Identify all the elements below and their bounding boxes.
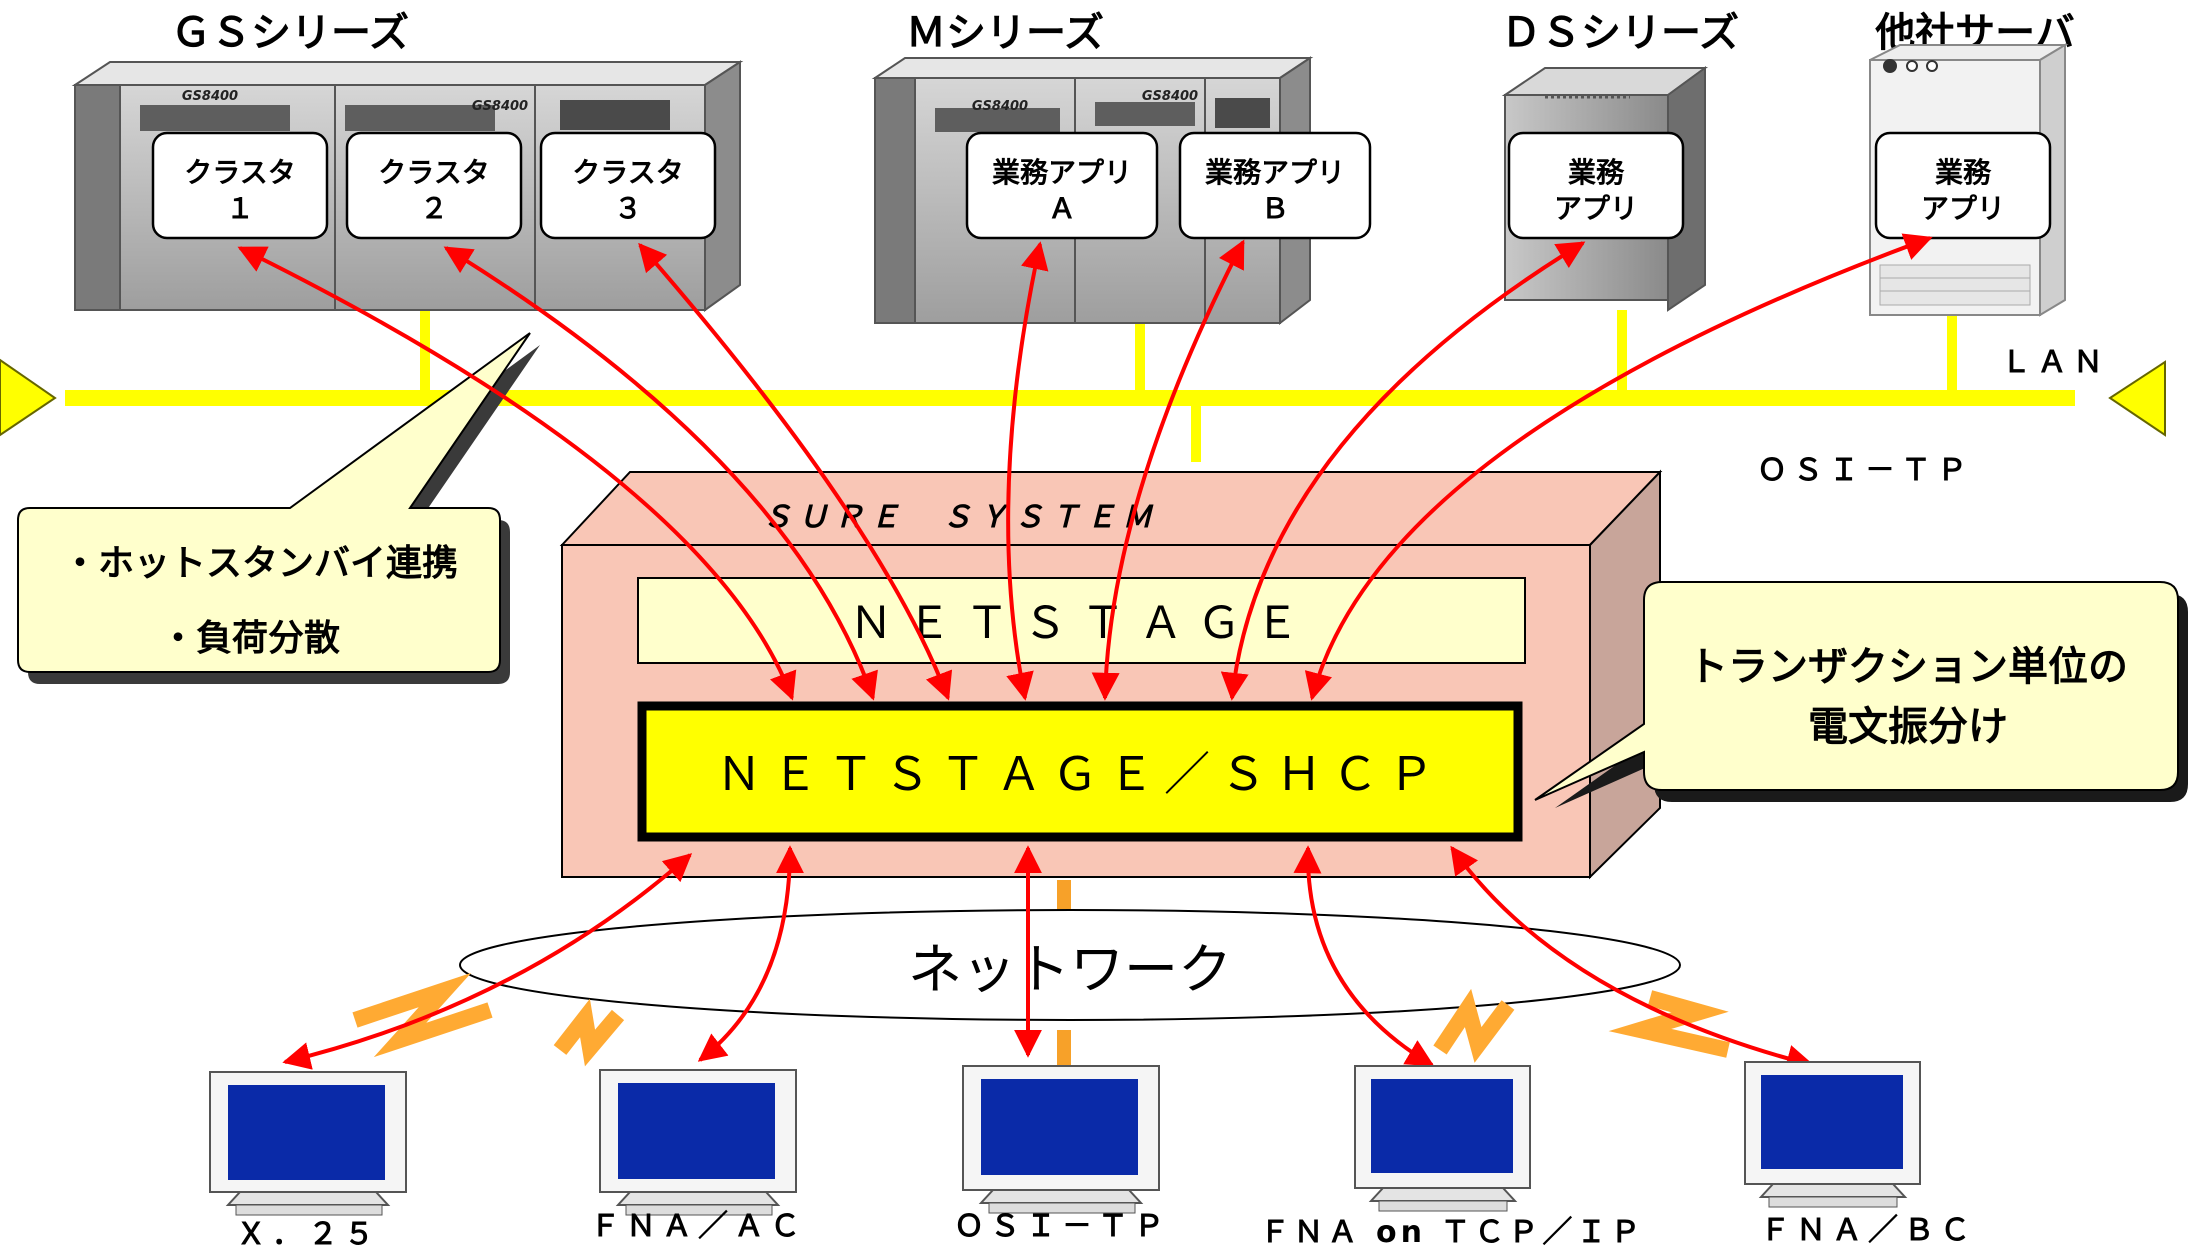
terminal-fna-tcpip: ＦＮＡ on ＴＣＰ／ＩＰ: [1260, 1066, 1645, 1248]
terminal-fna-ac: ＦＮＡ／ＡＣ: [590, 1070, 806, 1244]
network-ellipse: ネットワーク: [460, 910, 1680, 1020]
right-callout-line2: 電文振分け: [1808, 704, 2008, 750]
box-line2: アプリ: [1921, 192, 2005, 225]
lan-right-terminator: [2110, 362, 2165, 435]
terminal-fna-bc: ＦＮＡ／ＢＣ: [1745, 1062, 1976, 1248]
other-app-box: 業務 アプリ: [1876, 133, 2050, 238]
gs-panel-label: GS8400: [182, 89, 238, 104]
gs-cluster-box-3: クラスタ ３: [541, 133, 715, 238]
terminal-label: Ｘ．２５: [236, 1217, 380, 1248]
box-line1: 業務: [1935, 156, 1992, 189]
left-callout-line1: ・ホットスタンバイ連携: [62, 543, 458, 584]
gs-series-title: ＧＳシリーズ: [171, 10, 409, 56]
gs-cluster-box-1: クラスタ １: [153, 133, 327, 238]
box-line1: 業務アプリ: [992, 156, 1132, 189]
m-panel-label-2: GS8400: [1142, 89, 1198, 104]
terminal-x25: Ｘ．２５: [210, 1072, 406, 1248]
right-callout-line1: トランザクション単位の: [1688, 644, 2128, 690]
terminal-label: ＦＮＡ／ＢＣ: [1760, 1213, 1976, 1248]
m-app-box-a: 業務アプリ Ａ: [967, 133, 1157, 238]
ds-app-box: 業務 アプリ: [1509, 133, 1683, 238]
box-line2: Ａ: [1048, 192, 1076, 225]
box-line1: クラスタ: [184, 156, 295, 189]
network-label: ネットワーク: [908, 938, 1232, 1001]
left-callout-line2: ・負荷分散: [160, 618, 340, 659]
box-line1: 業務アプリ: [1205, 156, 1345, 189]
netstage-shcp-label: ＮＥＴＳＴＡＧＥ／ＳＨＣＰ: [716, 747, 1444, 801]
box-line1: クラスタ: [378, 156, 489, 189]
lan-left-terminator: [0, 360, 55, 435]
left-callout: ・ホットスタンバイ連携 ・負荷分散: [18, 333, 540, 684]
gs-panel-label-2: GS8400: [472, 99, 528, 114]
box-line1: 業務: [1568, 156, 1625, 189]
lan-label: ＬＡＮ: [2001, 345, 2109, 380]
box-line2: アプリ: [1554, 192, 1638, 225]
terminal-osi-tp: ＯＳＩ－ＴＰ: [954, 1066, 1170, 1244]
gs-cluster-box-2: クラスタ ２: [347, 133, 521, 238]
lightning-icon: [1440, 1005, 1508, 1050]
terminal-label: ＦＮＡ on ＴＣＰ／ＩＰ: [1260, 1215, 1645, 1248]
box-line1: クラスタ: [572, 156, 683, 189]
box-line2: Ｂ: [1261, 192, 1289, 225]
netstage-shcp-box: ＮＥＴＳＴＡＧＥ／ＳＨＣＰ: [642, 706, 1518, 837]
m-series-title: Ｍシリーズ: [906, 10, 1104, 56]
terminal-label: ＯＳＩ－ＴＰ: [954, 1209, 1170, 1244]
ds-series-title: ＤＳシリーズ: [1501, 10, 1739, 56]
terminal-label: ＦＮＡ／ＡＣ: [590, 1209, 806, 1244]
m-panel-label: GS8400: [972, 99, 1028, 114]
lightning-icon: [560, 1015, 618, 1050]
osi-tp-label-top: ＯＳＩ－ＴＰ: [1757, 453, 1973, 488]
box-line2: ２: [420, 192, 448, 225]
m-app-box-b: 業務アプリ Ｂ: [1180, 133, 1370, 238]
box-line2: １: [226, 192, 254, 225]
box-line2: ３: [614, 192, 642, 225]
sure-system-label: ＳＵＲＥ ＳＹＳＴＥＭ: [762, 500, 1158, 535]
